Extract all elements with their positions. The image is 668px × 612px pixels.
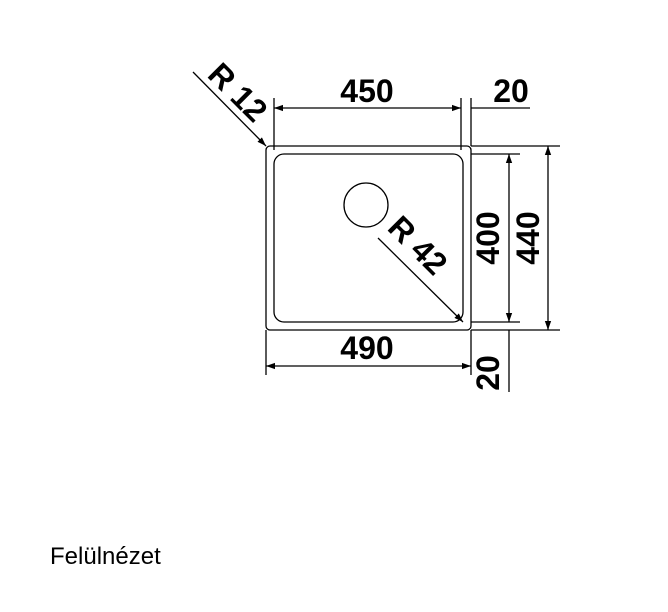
- label-rim-top: 20: [493, 73, 529, 109]
- view-caption: Felülnézet: [50, 543, 161, 570]
- sink-inner-bowl: [273, 153, 464, 323]
- label-inner-depth: 400: [470, 211, 506, 264]
- label-radius-inner: R 42: [381, 209, 454, 282]
- label-rim-bottom: 20: [470, 355, 506, 391]
- label-inner-width: 450: [340, 73, 393, 109]
- drain-hole: [343, 182, 389, 228]
- sink-outer-outline: [265, 145, 472, 331]
- label-outer-depth: 440: [510, 211, 546, 264]
- leader-line-r42: [377, 237, 464, 323]
- leader-line-r12: [192, 71, 267, 147]
- label-outer-width: 490: [340, 330, 393, 366]
